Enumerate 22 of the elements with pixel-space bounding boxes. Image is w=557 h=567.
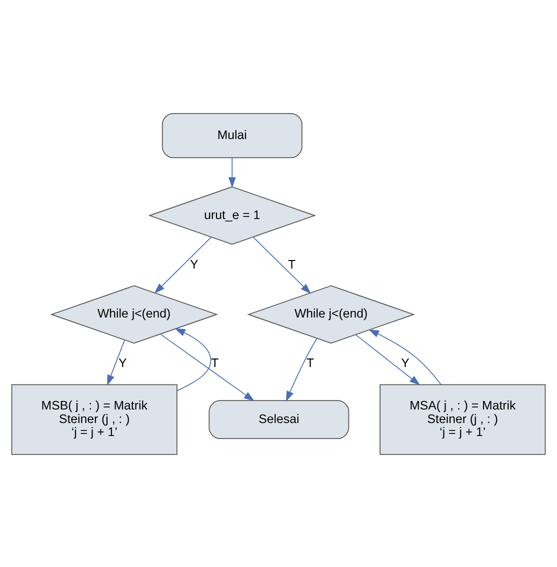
edge-label: Y [118,356,127,370]
node-box: MSB( j , : ) = Matrik Steiner (j , : ) ‘j = j + 1’ [11,384,178,454]
arrow [368,328,442,384]
edge-label: T [288,256,296,271]
arrow [228,156,236,188]
node-diamond: urut_e = 1 [148,186,316,244]
edge-label: T [211,356,219,370]
node-diamond: While j<(end) [50,284,218,344]
arrow [286,338,318,402]
node-diamond: While j<(end) [247,284,415,344]
arrow [252,236,312,294]
edge-label: Y [190,256,198,271]
node-box: Mulai [162,112,302,158]
arrow [107,339,125,386]
node-box: MSA( j , : ) = Matrik Steiner (j , : ) ‘j = j + 1’ [380,384,546,454]
arrow [154,236,212,294]
edge-label: Y [401,356,410,370]
arrow [355,334,420,385]
edge-label: T [306,356,314,370]
arrow [160,333,254,401]
arrow [174,328,212,391]
node-box: Selesai [208,400,350,439]
